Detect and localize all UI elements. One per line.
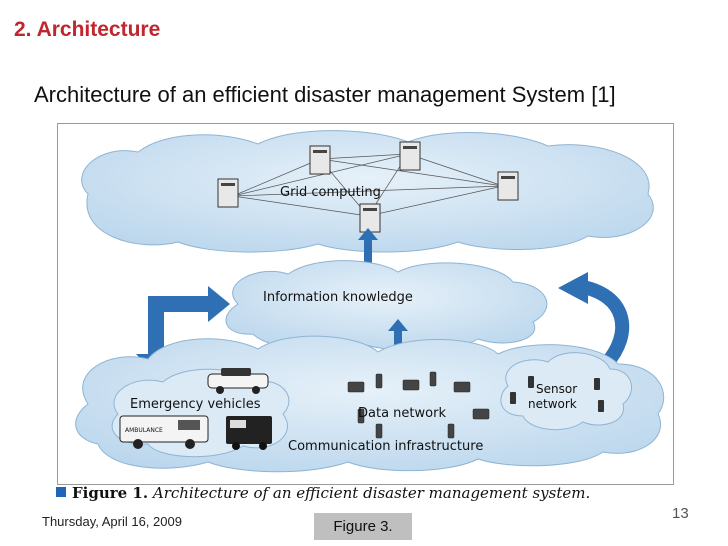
sensor-devices [510, 376, 604, 412]
data-network-label: Data network [358, 406, 446, 421]
sensor-label-line1: Sensor [536, 382, 577, 396]
grid-computing-label: Grid computing [280, 185, 381, 200]
phone-icon [447, 423, 455, 439]
slide-subtitle: Architecture of an efficient disaster ma… [34, 82, 616, 107]
figure-caption: Figure 1. Architecture of an efficient d… [56, 484, 590, 502]
information-knowledge-label: Information knowledge [263, 290, 413, 305]
figure-tag: Figure 3. [314, 513, 412, 540]
right-curved-arrow [558, 272, 630, 369]
laptop-icon [347, 381, 365, 393]
truck-icon [226, 416, 272, 450]
phone-icon [375, 373, 383, 389]
communication-infrastructure-label: Communication infrastructure [288, 439, 483, 454]
laptop-icon [453, 381, 471, 393]
sensor-icon [594, 378, 600, 390]
architecture-figure: Grid computing Information knowledge [57, 123, 674, 485]
page-number: 13 [672, 505, 689, 522]
footer-date: Thursday, April 16, 2009 [42, 514, 182, 529]
slide-title: 2. Architecture [14, 18, 161, 41]
caption-label: Figure 1. [72, 484, 149, 502]
phone-icon [429, 371, 437, 387]
data-network-devices [347, 371, 490, 439]
sensor-icon [528, 376, 534, 388]
phone-icon [357, 408, 365, 424]
ambulance-icon: AMBULANCE [119, 415, 209, 449]
sensor-icon [598, 400, 604, 412]
grid-cloud: Grid computing [81, 130, 654, 253]
laptop-icon [402, 379, 420, 391]
info-cloud: Information knowledge [225, 260, 548, 352]
caption-bullet-icon [56, 487, 66, 497]
bottom-cloud: AMBULANCE Emergency vehicles [75, 335, 665, 473]
emergency-vehicles-label: Emergency vehicles [130, 397, 261, 412]
police-car-icon [207, 368, 269, 394]
ambulance-label: AMBULANCE [125, 427, 163, 434]
architecture-diagram: Grid computing Information knowledge [75, 130, 665, 473]
sensor-icon [510, 392, 516, 404]
laptop-icon [472, 408, 490, 420]
sensor-label-line2: network [528, 397, 577, 411]
phone-icon [375, 423, 383, 439]
caption-text: Architecture of an efficient disaster ma… [152, 484, 591, 502]
